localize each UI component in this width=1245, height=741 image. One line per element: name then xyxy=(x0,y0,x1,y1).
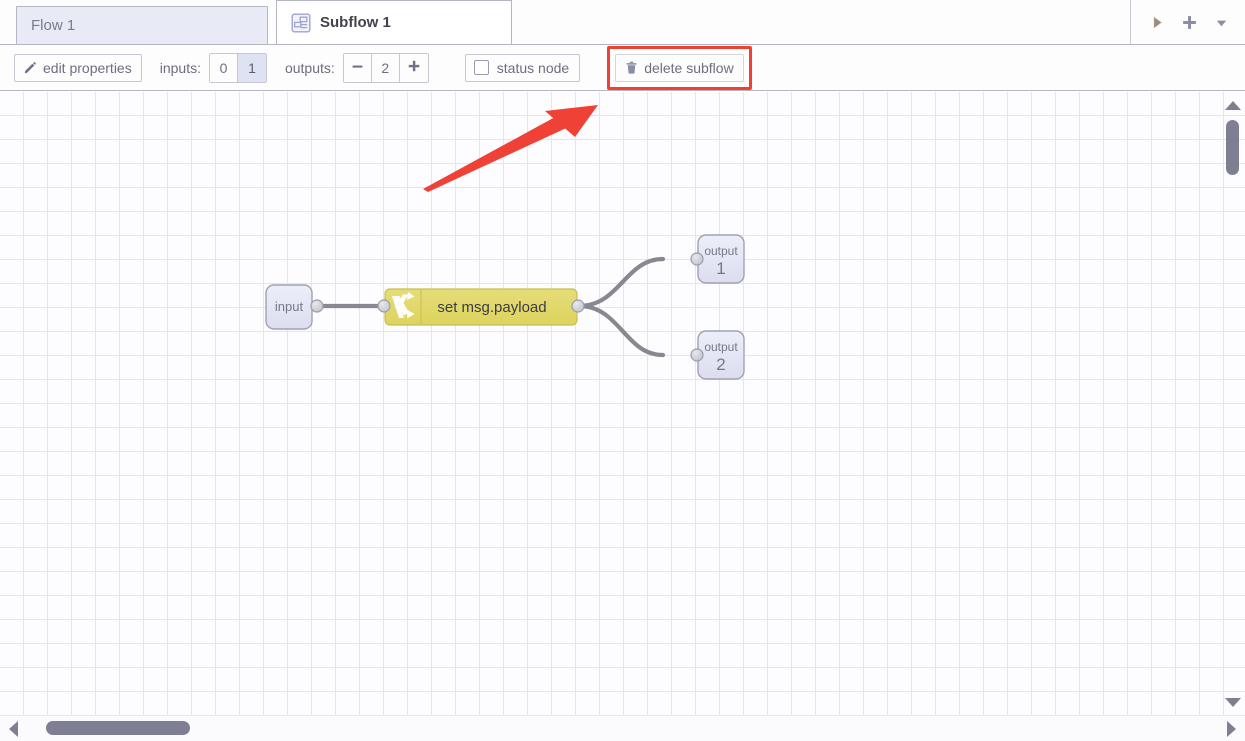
plus-icon xyxy=(407,59,421,76)
input-node-port[interactable] xyxy=(310,299,324,313)
vertical-scroll-thumb[interactable] xyxy=(1226,120,1239,175)
node-change[interactable]: set msg.payload xyxy=(377,288,585,326)
node-output-2-index: 2 xyxy=(716,355,725,374)
node-output-1-label: output xyxy=(704,244,738,258)
output-1-port[interactable] xyxy=(690,252,704,266)
wire-change-to-output-2[interactable] xyxy=(576,303,666,358)
tab-flow-1-label: Flow 1 xyxy=(31,17,76,34)
tab-subflow-1-label: Subflow 1 xyxy=(320,14,391,31)
tab-subflow-1[interactable]: Subflow 1 xyxy=(276,0,512,44)
pencil-icon xyxy=(24,61,37,74)
delete-subflow-highlight: delete subflow xyxy=(607,45,752,90)
horizontal-scroll-thumb[interactable] xyxy=(46,721,190,735)
change-arrows-icon xyxy=(392,292,415,319)
edit-properties-button[interactable]: edit properties xyxy=(14,53,142,82)
outputs-label: outputs: xyxy=(284,59,335,76)
node-subflow-output-2[interactable]: output 2 xyxy=(690,330,745,380)
vertical-scrollbar[interactable] xyxy=(1221,92,1245,716)
node-subflow-input[interactable]: input xyxy=(265,284,324,330)
outputs-increment-button[interactable] xyxy=(399,53,428,82)
play-button[interactable] xyxy=(1141,7,1173,37)
node-input-label: input xyxy=(275,299,304,314)
edit-properties-label: edit properties xyxy=(43,59,132,76)
outputs-stepper[interactable]: 2 xyxy=(342,52,429,83)
scroll-left-button[interactable] xyxy=(9,720,18,737)
subflow-toolbar: edit properties inputs: 0 1 outputs: 2 xyxy=(0,45,1245,91)
vertical-scroll-track[interactable] xyxy=(1221,110,1245,698)
inputs-label: inputs: xyxy=(159,59,201,76)
outputs-value: 2 xyxy=(371,53,400,82)
output-2-port[interactable] xyxy=(690,348,704,362)
flow-canvas[interactable]: input set msg.payload xyxy=(0,92,1245,741)
canvas-nodes-layer: input set msg.payload xyxy=(265,234,745,380)
tab-list: Flow 1 Subflow 1 xyxy=(0,0,1130,44)
tab-bar-tools xyxy=(1130,0,1245,44)
horizontal-scrollbar[interactable] xyxy=(0,715,1245,741)
node-subflow-output-1[interactable]: output 1 xyxy=(690,234,745,284)
change-node-output-port[interactable] xyxy=(571,299,585,313)
inputs-option-0[interactable]: 0 xyxy=(209,53,238,82)
node-output-2-label: output xyxy=(704,340,738,354)
scroll-up-button[interactable] xyxy=(1225,101,1241,110)
add-tab-button[interactable] xyxy=(1173,7,1205,37)
minus-icon xyxy=(351,60,364,76)
trash-icon xyxy=(625,61,638,74)
node-change-label: set msg.payload xyxy=(437,299,546,316)
status-node-toggle[interactable]: status node xyxy=(464,53,581,82)
canvas-grid xyxy=(0,92,1245,716)
scroll-right-button[interactable] xyxy=(1227,720,1236,737)
delete-subflow-label: delete subflow xyxy=(644,59,734,76)
subflow-icon xyxy=(291,13,311,33)
node-output-1-index: 1 xyxy=(716,259,725,278)
status-node-label: status node xyxy=(496,59,570,76)
inputs-selector[interactable]: 0 1 xyxy=(208,52,267,83)
wire-group xyxy=(317,256,666,358)
wire-change-to-output-1[interactable] xyxy=(576,256,666,309)
outputs-decrement-button[interactable] xyxy=(343,53,372,82)
tab-menu-button[interactable] xyxy=(1205,7,1237,37)
horizontal-scroll-track[interactable] xyxy=(18,716,1227,741)
tab-bar: Flow 1 Subflow 1 xyxy=(0,0,1245,45)
inputs-option-1[interactable]: 1 xyxy=(237,53,266,82)
scroll-down-button[interactable] xyxy=(1225,698,1241,707)
change-node-input-port[interactable] xyxy=(377,299,391,313)
delete-subflow-button[interactable]: delete subflow xyxy=(615,53,744,82)
tab-flow-1[interactable]: Flow 1 xyxy=(16,6,268,44)
status-node-checkbox[interactable] xyxy=(473,60,489,75)
